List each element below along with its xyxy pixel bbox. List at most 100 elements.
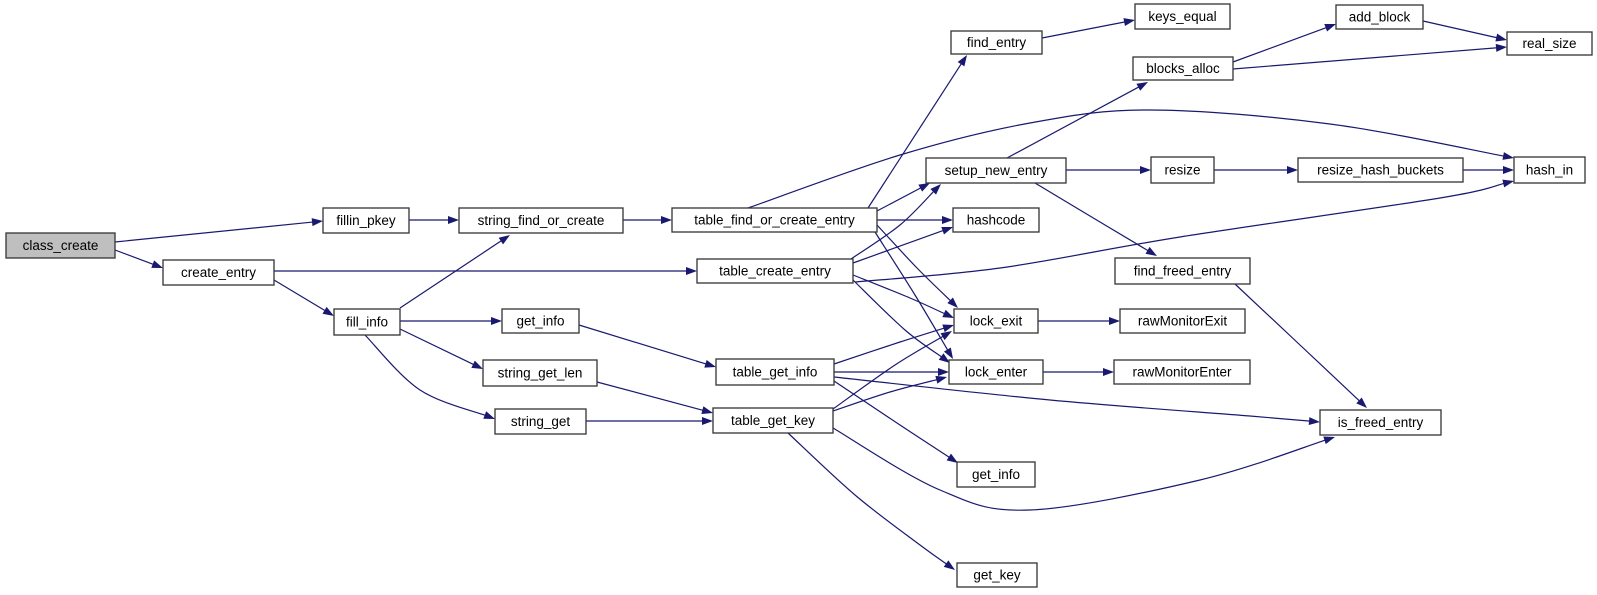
node-get_info_1[interactable]: get_info xyxy=(501,308,580,334)
edge-create_entry-to-table_create_entry xyxy=(274,267,697,275)
node-blocks_alloc[interactable]: blocks_alloc xyxy=(1132,56,1234,81)
node-resize[interactable]: resize xyxy=(1150,156,1215,184)
node-rawMonitorExit[interactable]: rawMonitorExit xyxy=(1119,308,1246,334)
node-box-find_entry[interactable] xyxy=(950,30,1043,55)
node-box-string_get_len[interactable] xyxy=(482,359,598,387)
node-table_find_or_create_entry[interactable]: table_find_or_create_entry xyxy=(671,207,878,233)
node-table_get_key[interactable]: table_get_key xyxy=(712,407,834,434)
arrowhead-icon xyxy=(1123,18,1135,27)
node-box-resize[interactable] xyxy=(1150,156,1215,184)
node-label-resize: resize xyxy=(1164,163,1200,178)
node-box-class_create[interactable] xyxy=(5,232,116,259)
node-table_get_info[interactable]: table_get_info xyxy=(715,358,835,386)
node-string_find_or_create[interactable]: string_find_or_create xyxy=(458,207,624,234)
node-box-add_block[interactable] xyxy=(1335,4,1424,30)
node-fill_info[interactable]: fill_info xyxy=(333,308,401,336)
edge-blocks_alloc-to-real_size xyxy=(1232,43,1507,70)
node-box-hashcode[interactable] xyxy=(952,207,1040,233)
node-box-create_entry[interactable] xyxy=(162,259,275,286)
node-box-table_find_or_create_entry[interactable] xyxy=(671,207,878,233)
edge-table_get_key-to-lock_exit xyxy=(832,331,952,410)
arrowhead-icon xyxy=(1323,436,1335,445)
node-box-lock_enter[interactable] xyxy=(948,359,1044,385)
node-setup_new_entry[interactable]: setup_new_entry xyxy=(925,157,1067,184)
node-fillin_pkey[interactable]: fillin_pkey xyxy=(322,207,410,234)
arrowhead-icon xyxy=(448,216,459,224)
arrowhead-icon xyxy=(1140,166,1151,174)
arrowhead-icon xyxy=(957,55,967,67)
node-box-rawMonitorEnter[interactable] xyxy=(1113,359,1251,385)
arrowhead-icon xyxy=(935,375,947,384)
node-real_size[interactable]: real_size xyxy=(1506,31,1593,56)
node-is_freed_entry[interactable]: is_freed_entry xyxy=(1319,409,1442,436)
node-hash_in[interactable]: hash_in xyxy=(1513,156,1586,184)
arrowhead-icon xyxy=(1502,152,1514,160)
node-box-get_key[interactable] xyxy=(956,562,1038,588)
node-find_entry[interactable]: find_entry xyxy=(950,30,1043,55)
edge-fillin_pkey-to-string_find_or_create xyxy=(409,216,459,224)
node-get_info_2[interactable]: get_info xyxy=(956,461,1036,488)
node-box-table_get_key[interactable] xyxy=(712,407,834,434)
arrowhead-icon xyxy=(947,297,958,308)
edge-lock_enter-to-rawMonitorEnter xyxy=(1043,368,1114,376)
node-box-rawMonitorExit[interactable] xyxy=(1119,308,1246,334)
arrowhead-icon xyxy=(322,306,334,316)
arrowhead-icon xyxy=(1136,82,1148,91)
node-box-lock_exit[interactable] xyxy=(953,308,1039,334)
node-add_block[interactable]: add_block xyxy=(1335,4,1424,30)
node-box-string_find_or_create[interactable] xyxy=(458,207,624,234)
node-box-fill_info[interactable] xyxy=(333,308,401,336)
node-get_key[interactable]: get_key xyxy=(956,562,1038,588)
arrowhead-icon xyxy=(1145,246,1157,256)
edge-class_create-to-create_entry xyxy=(114,249,163,268)
node-box-string_get[interactable] xyxy=(494,408,587,435)
node-class_create[interactable]: class_create xyxy=(5,232,116,259)
node-box-table_create_entry[interactable] xyxy=(696,258,854,284)
node-label-hash_in: hash_in xyxy=(1526,163,1573,178)
node-label-table_get_key: table_get_key xyxy=(731,413,815,428)
node-box-get_info_2[interactable] xyxy=(956,461,1036,488)
edge-table_find_or_create_entry-to-lock_exit xyxy=(876,224,958,308)
edge-resize-to-resize_hash_buckets xyxy=(1214,166,1298,174)
node-box-resize_hash_buckets[interactable] xyxy=(1297,157,1464,183)
node-box-is_freed_entry[interactable] xyxy=(1319,409,1442,436)
node-hashcode[interactable]: hashcode xyxy=(952,207,1040,233)
edge-setup_new_entry-to-blocks_alloc xyxy=(1006,82,1148,159)
edge-find_freed_entry-to-is_freed_entry xyxy=(1234,283,1367,408)
edge-table_get_info-to-get_info_2 xyxy=(833,380,958,463)
edge-table_get_info-to-lock_exit xyxy=(833,324,954,365)
node-box-blocks_alloc[interactable] xyxy=(1132,56,1234,81)
node-string_get_len[interactable]: string_get_len xyxy=(482,359,598,387)
node-box-real_size[interactable] xyxy=(1506,31,1593,56)
node-box-get_info_1[interactable] xyxy=(501,308,580,334)
node-string_get[interactable]: string_get xyxy=(494,408,587,435)
edge-find_entry-to-keys_equal xyxy=(1041,18,1135,39)
node-box-find_freed_entry[interactable] xyxy=(1114,257,1251,285)
node-box-table_get_info[interactable] xyxy=(715,358,835,386)
node-label-blocks_alloc: blocks_alloc xyxy=(1146,61,1220,76)
node-keys_equal[interactable]: keys_equal xyxy=(1134,3,1231,30)
node-box-setup_new_entry[interactable] xyxy=(925,157,1067,184)
node-box-hash_in[interactable] xyxy=(1513,156,1586,184)
node-box-keys_equal[interactable] xyxy=(1134,3,1231,30)
arrowhead-icon xyxy=(1287,166,1298,174)
edge-fill_info-to-get_info_1 xyxy=(400,317,502,325)
node-label-find_entry: find_entry xyxy=(967,35,1027,50)
node-label-lock_exit: lock_exit xyxy=(970,314,1023,329)
node-resize_hash_buckets[interactable]: resize_hash_buckets xyxy=(1297,157,1464,183)
arrowhead-icon xyxy=(1103,368,1114,376)
edge-string_get-to-table_get_key xyxy=(586,417,713,425)
node-rawMonitorEnter[interactable]: rawMonitorEnter xyxy=(1113,359,1251,385)
node-label-table_find_or_create_entry: table_find_or_create_entry xyxy=(694,213,855,228)
edge-table_get_info-to-is_freed_entry xyxy=(833,376,1320,426)
node-box-fillin_pkey[interactable] xyxy=(322,207,410,234)
node-label-get_info_2: get_info xyxy=(972,467,1020,482)
node-label-get_key: get_key xyxy=(973,568,1021,583)
node-table_create_entry[interactable]: table_create_entry xyxy=(696,258,854,284)
node-create_entry[interactable]: create_entry xyxy=(162,259,275,286)
edge-blocks_alloc-to-add_block xyxy=(1232,24,1336,63)
node-find_freed_entry[interactable]: find_freed_entry xyxy=(1114,257,1251,285)
node-lock_enter[interactable]: lock_enter xyxy=(948,359,1044,385)
node-lock_exit[interactable]: lock_exit xyxy=(953,308,1039,334)
arrowhead-icon xyxy=(918,183,930,192)
